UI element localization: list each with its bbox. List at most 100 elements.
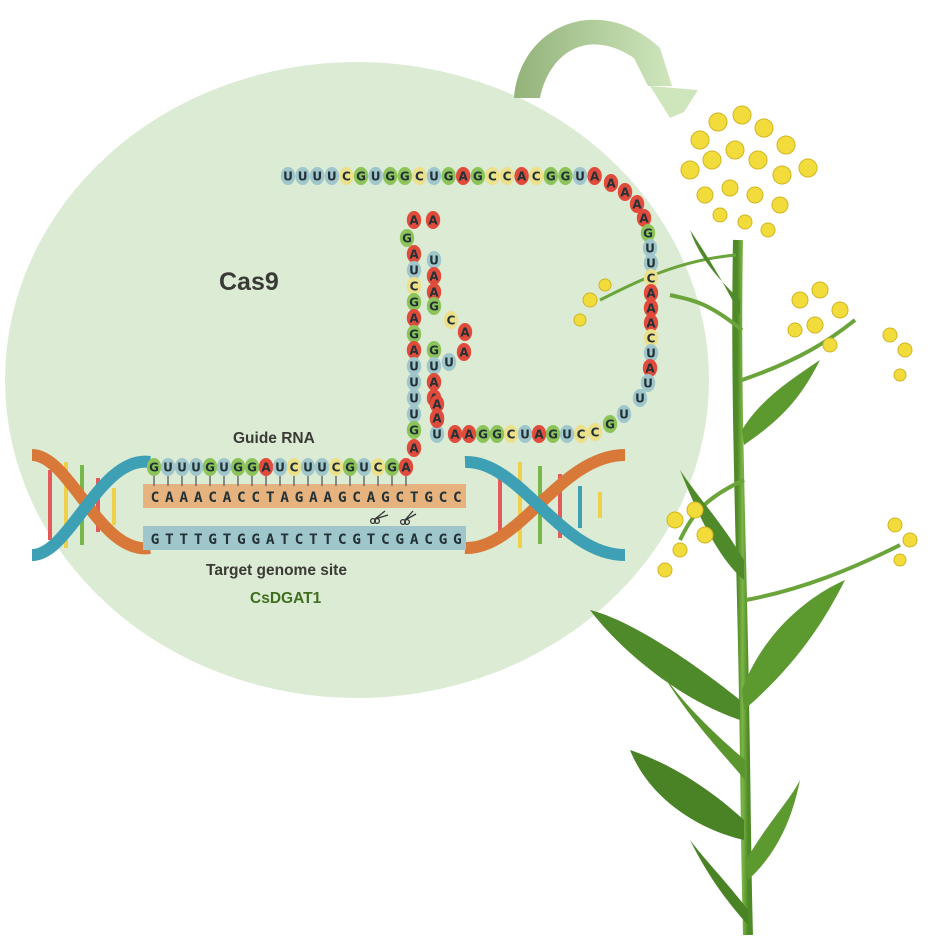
svg-text:A: A xyxy=(646,316,656,330)
svg-text:U: U xyxy=(409,263,419,277)
rna-base: A xyxy=(531,425,547,443)
rna-base: A xyxy=(457,323,473,341)
rna-base: C xyxy=(370,458,386,476)
svg-text:U: U xyxy=(312,169,322,183)
svg-text:U: U xyxy=(645,241,655,255)
rna-base: A xyxy=(617,183,633,201)
rna-base: A xyxy=(406,341,422,359)
rna-base: U xyxy=(640,374,656,392)
rna-base: U xyxy=(324,167,339,185)
dna-base: T xyxy=(309,532,318,548)
rna-base: C xyxy=(587,423,603,441)
svg-text:U: U xyxy=(619,407,629,421)
rna-base: U xyxy=(406,357,422,375)
svg-text:U: U xyxy=(429,359,439,373)
rna-base: C xyxy=(643,269,659,287)
cas9-label: Cas9 xyxy=(219,268,279,296)
svg-text:A: A xyxy=(409,213,419,227)
rna-base: C xyxy=(443,311,459,329)
dna-base: G xyxy=(208,532,217,548)
rna-base: C xyxy=(485,167,500,185)
rna-base: C xyxy=(499,167,515,185)
rna-base: A xyxy=(258,458,274,476)
svg-text:G: G xyxy=(478,427,488,441)
svg-text:G: G xyxy=(356,169,366,183)
rna-base: U xyxy=(426,251,442,269)
dna-base: G xyxy=(381,490,390,506)
svg-text:U: U xyxy=(429,169,439,183)
dna-base: G xyxy=(424,490,433,506)
dna-helix-left xyxy=(31,449,151,561)
svg-text:G: G xyxy=(429,299,439,313)
rna-base: A xyxy=(643,284,659,302)
svg-text:A: A xyxy=(459,169,469,183)
rna-base: A xyxy=(426,267,442,285)
svg-text:U: U xyxy=(275,460,285,474)
dna-base: C xyxy=(453,490,462,506)
svg-text:A: A xyxy=(429,269,439,283)
rna-base: A xyxy=(425,211,441,229)
svg-text:C: C xyxy=(332,460,341,474)
rna-base: C xyxy=(328,458,344,476)
svg-text:G: G xyxy=(409,327,419,341)
dna-base: A xyxy=(367,490,376,506)
rna-base: G xyxy=(475,425,491,443)
rna-base: A xyxy=(587,167,602,185)
upper-strand-bar xyxy=(143,484,466,508)
rna-base: A xyxy=(426,283,442,301)
svg-text:C: C xyxy=(290,460,299,474)
svg-text:G: G xyxy=(548,427,558,441)
dna-base: A xyxy=(194,490,203,506)
svg-text:A: A xyxy=(464,427,474,441)
svg-text:U: U xyxy=(646,346,656,360)
rna-base: G xyxy=(441,167,456,185)
svg-text:G: G xyxy=(492,427,502,441)
svg-text:U: U xyxy=(635,391,645,405)
svg-text:G: G xyxy=(247,460,257,474)
svg-text:U: U xyxy=(317,460,327,474)
rna-base: G xyxy=(602,415,618,433)
rna-base: U xyxy=(426,357,442,375)
svg-text:A: A xyxy=(639,211,649,225)
dna-base: A xyxy=(323,490,332,506)
svg-text:C: C xyxy=(577,427,586,441)
svg-text:A: A xyxy=(409,311,419,325)
cas9-halo xyxy=(5,62,709,698)
svg-text:G: G xyxy=(444,169,454,183)
rna-base: U xyxy=(632,389,648,407)
rna-base: U xyxy=(295,167,310,185)
dna-base: T xyxy=(323,532,332,548)
dna-base: A xyxy=(266,532,275,548)
svg-text:U: U xyxy=(298,169,308,183)
dna-base: G xyxy=(453,532,462,548)
svg-text:U: U xyxy=(575,169,585,183)
dna-base: C xyxy=(295,532,304,548)
svg-text:G: G xyxy=(643,226,653,240)
rna-base: G xyxy=(406,293,422,311)
rna-base: U xyxy=(429,425,445,443)
svg-text:U: U xyxy=(303,460,313,474)
dna-base: C xyxy=(424,532,433,548)
dna-base: C xyxy=(381,532,390,548)
svg-text:G: G xyxy=(560,169,570,183)
rna-base: G xyxy=(558,167,573,185)
svg-text:A: A xyxy=(429,285,439,299)
svg-text:A: A xyxy=(590,169,600,183)
rna-base: U xyxy=(188,458,204,476)
svg-text:U: U xyxy=(429,253,439,267)
rna-base: G xyxy=(230,458,246,476)
svg-text:G: G xyxy=(387,460,397,474)
rna-base: C xyxy=(573,425,589,443)
rna-base: U xyxy=(216,458,232,476)
svg-text:A: A xyxy=(645,361,655,375)
svg-text:C: C xyxy=(374,460,383,474)
dna-base: C xyxy=(237,490,246,506)
dna-base: T xyxy=(410,490,419,506)
target-genome-site-label: Target genome site xyxy=(206,562,347,579)
dna-base: A xyxy=(309,490,318,506)
rna-base: U xyxy=(642,239,658,257)
svg-text:A: A xyxy=(429,375,439,389)
rna-base: U xyxy=(572,167,588,185)
svg-text:A: A xyxy=(409,247,419,261)
